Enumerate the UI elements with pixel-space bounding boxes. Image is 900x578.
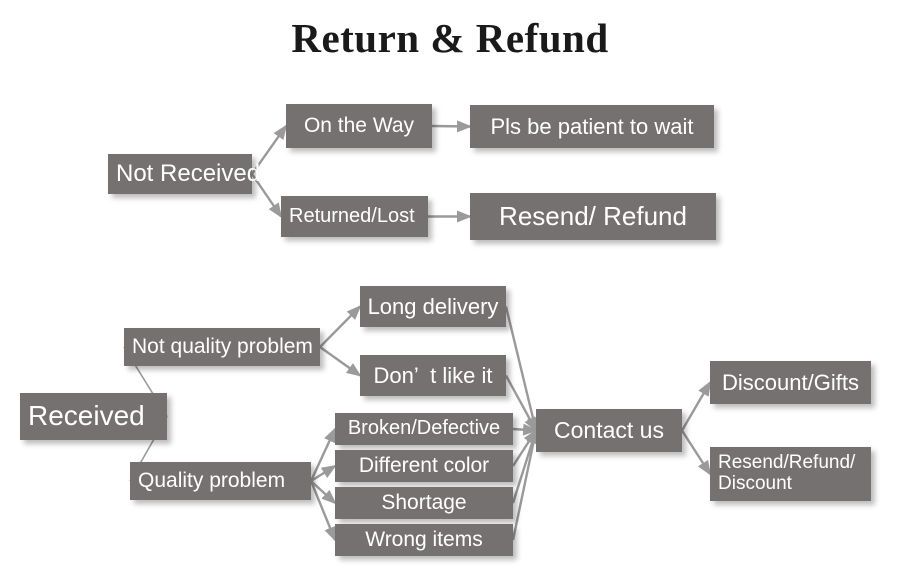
edge-not_quality-to-long_delivery xyxy=(319,305,362,348)
edge-quality-to-different_color xyxy=(310,464,337,483)
edge-long_delivery-to-contact_us xyxy=(504,306,539,433)
node-label: Returned/Lost xyxy=(289,204,415,227)
node-not_received[interactable]: Not Received xyxy=(108,154,260,194)
edge-broken_defective-to-contact_us xyxy=(512,423,538,436)
edge-different_color-to-contact_us xyxy=(511,428,538,467)
edge-not_quality-to-dont_like_it xyxy=(319,346,362,377)
node-label: Not Received xyxy=(116,160,261,188)
node-label: Resend/Refund/ Discount xyxy=(718,452,856,494)
node-label: Don’ t like it xyxy=(373,362,493,388)
node-long_delivery[interactable]: Long delivery xyxy=(360,286,506,327)
edge-quality-to-broken_defective xyxy=(309,427,337,482)
edge-on_the_way-to-pls_be_patient xyxy=(431,120,472,133)
node-label: Discount/Gifts xyxy=(722,369,859,395)
edge-shortage-to-contact_us xyxy=(511,428,538,504)
node-label: Quality problem xyxy=(138,468,286,492)
edge-quality-to-shortage xyxy=(310,480,337,505)
node-different_color[interactable]: Different color xyxy=(335,450,513,482)
node-label: Contact us xyxy=(554,417,664,444)
node-broken_defective[interactable]: Broken/Defective xyxy=(335,413,513,445)
edge-contact_us-to-resend_refund_dis xyxy=(680,429,712,476)
page-title: Return & Refund xyxy=(291,15,609,61)
node-label: Shortage xyxy=(381,490,467,514)
node-label: Resend/ Refund xyxy=(499,201,687,232)
node-received[interactable]: Received xyxy=(20,393,167,440)
edge-quality-to-wrong_items xyxy=(309,480,337,542)
node-returned_lost[interactable]: Returned/Lost xyxy=(281,196,428,237)
node-dont_like_it[interactable]: Don’ t like it xyxy=(360,355,506,396)
node-pls_be_patient[interactable]: Pls be patient to wait xyxy=(470,105,714,148)
node-label: Not quality problem xyxy=(132,334,313,358)
node-quality[interactable]: Quality problem xyxy=(130,462,311,500)
node-label: Different color xyxy=(358,453,490,477)
edge-contact_us-to-discount_gifts xyxy=(680,380,712,432)
node-not_quality[interactable]: Not quality problem xyxy=(124,328,320,366)
node-on_the_way[interactable]: On the Way xyxy=(286,104,432,148)
node-label: Pls be patient to wait xyxy=(490,113,694,139)
node-shortage[interactable]: Shortage xyxy=(335,487,513,519)
node-label: On the Way xyxy=(303,113,415,137)
edge-wrong_items-to-contact_us xyxy=(511,428,540,541)
node-discount_gifts[interactable]: Discount/Gifts xyxy=(710,361,871,404)
node-wrong_items[interactable]: Wrong items xyxy=(335,524,513,556)
node-label: Broken/Defective xyxy=(347,417,501,440)
node-contact_us[interactable]: Contact us xyxy=(536,409,682,452)
node-resend_refund[interactable]: Resend/ Refund xyxy=(470,193,716,240)
node-label: Wrong items xyxy=(365,527,483,551)
node-label: Long delivery xyxy=(367,293,499,319)
node-label: Received xyxy=(28,400,145,432)
node-resend_refund_dis[interactable]: Resend/Refund/ Discount xyxy=(710,447,871,501)
